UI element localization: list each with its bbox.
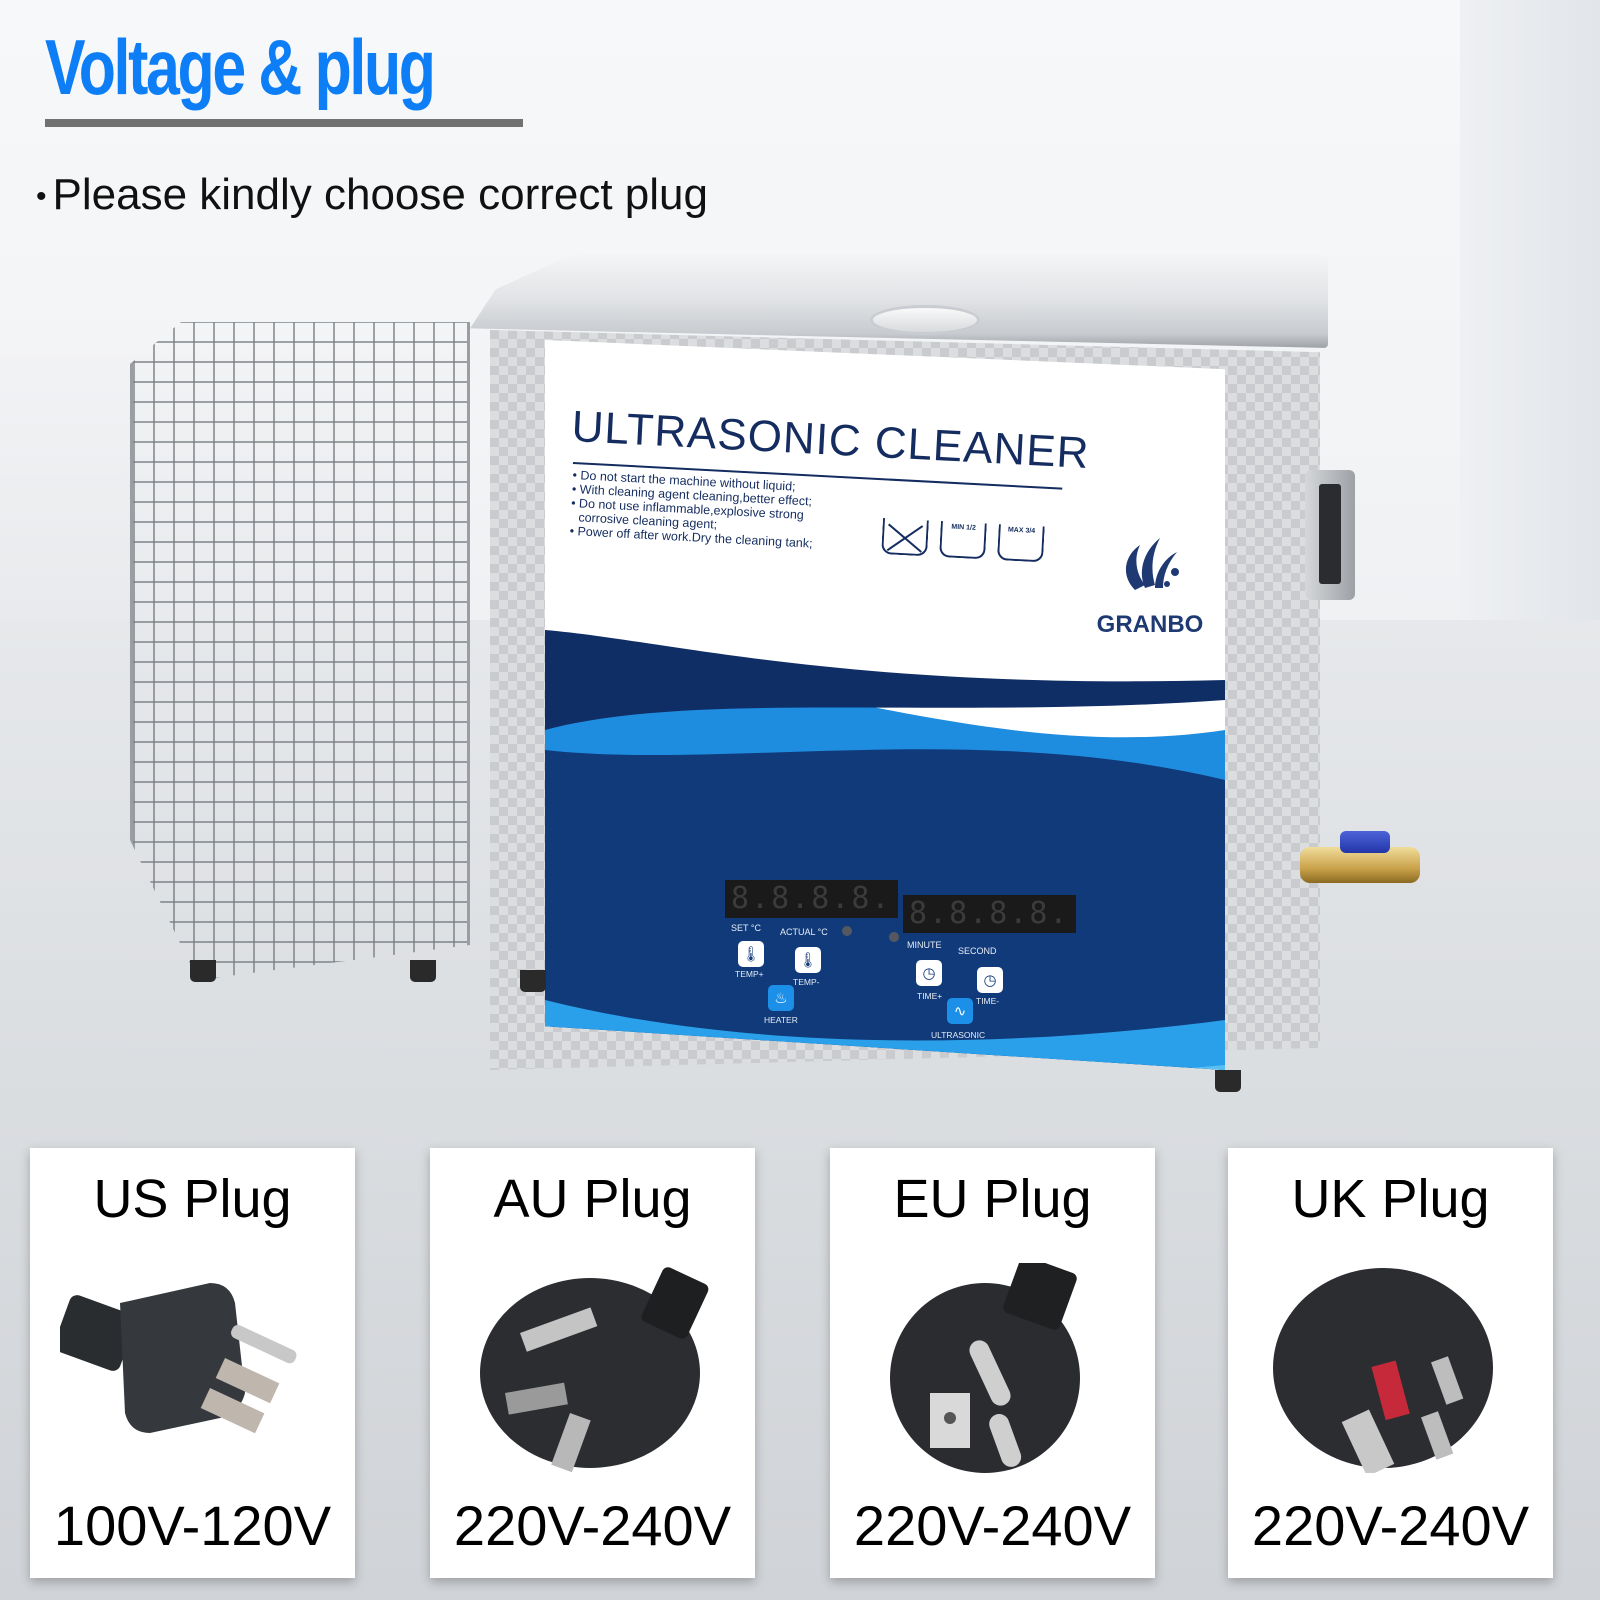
- plug-name: EU Plug: [893, 1169, 1092, 1229]
- min-level-icon: MIN 1/2: [939, 521, 987, 560]
- time-plus-label: TIME+: [917, 991, 943, 1001]
- level-icons: MIN 1/2 MAX 3/4: [881, 518, 1045, 563]
- brand: GRANBO: [1085, 530, 1215, 639]
- temp-plus-label: TEMP+: [735, 969, 764, 979]
- second-label: SECOND: [958, 946, 997, 956]
- side-handle: [1305, 470, 1355, 600]
- thermometer-plus-icon: 🌡: [741, 946, 761, 963]
- device-foot: [520, 970, 546, 992]
- plug-name: UK Plug: [1291, 1169, 1490, 1229]
- lid-handle: [870, 305, 980, 335]
- bullet-icon: •: [36, 180, 47, 214]
- drain-valve: [1300, 831, 1420, 885]
- basket-foot: [410, 960, 436, 982]
- warning-list: Do not start the machine without liquid;…: [569, 468, 872, 554]
- subtitle: •Please kindly choose correct plug: [36, 170, 708, 220]
- plug-name: US Plug: [93, 1169, 292, 1229]
- plug-voltage: 220V-240V: [853, 1494, 1132, 1557]
- temp-indicator-led: [842, 926, 852, 936]
- empty-tank-crossed-icon: [881, 518, 929, 557]
- time-display: 8.8.8.8.: [903, 895, 1076, 933]
- plug-card-au[interactable]: AU Plug 220V-240V: [430, 1148, 755, 1578]
- subtitle-text: Please kindly choose correct plug: [52, 170, 708, 219]
- front-panel: ULTRASONIC CLEANER Do not start the mach…: [545, 340, 1225, 1070]
- max-level-icon: MAX 3/4: [996, 524, 1045, 563]
- time-minus-label: TIME-: [976, 996, 1000, 1006]
- temp-plus-button[interactable]: 🌡: [738, 941, 764, 967]
- brand-name: GRANBO: [1096, 611, 1204, 638]
- plug-voltage: 220V-240V: [453, 1494, 732, 1557]
- plug-voltage: 220V-240V: [1251, 1494, 1530, 1557]
- actual-temp-label: ACTUAL °C: [780, 927, 828, 937]
- plug-card-us[interactable]: US Plug 100V-120V: [30, 1148, 355, 1578]
- eu-plug-icon: [890, 1263, 1080, 1473]
- flame-icon: ♨: [774, 990, 788, 1007]
- time-plus-button[interactable]: ◷: [916, 960, 942, 986]
- plug-card-eu[interactable]: EU Plug 220V-240V: [830, 1148, 1155, 1578]
- ultrasonic-label: ULTRASONIC: [931, 1030, 986, 1040]
- page-title: Voltage & plug: [45, 23, 436, 111]
- basket-foot: [190, 960, 216, 982]
- ultrasonic-button[interactable]: ∿: [947, 998, 973, 1024]
- thermometer-minus-icon: 🌡: [798, 952, 818, 969]
- granbo-logo-icon: [1125, 538, 1179, 590]
- valve-lever: [1340, 831, 1390, 853]
- temp-minus-button[interactable]: 🌡: [795, 947, 821, 973]
- set-temp-label: SET °C: [731, 923, 761, 933]
- plug-name: AU Plug: [493, 1169, 692, 1229]
- sine-wave-icon: ∿: [953, 1003, 967, 1020]
- us-plug-icon: [60, 1283, 297, 1434]
- device-foot: [1215, 1070, 1241, 1092]
- background-wall: [1460, 0, 1600, 720]
- time-indicator-led: [889, 932, 899, 942]
- ultrasonic-cleaner-device: ULTRASONIC CLEANER Do not start the mach…: [460, 250, 1420, 1110]
- heater-button[interactable]: ♨: [768, 985, 794, 1011]
- title-underline: [45, 119, 523, 127]
- au-plug-icon: [480, 1267, 709, 1473]
- clock-plus-icon: ◷: [922, 965, 936, 982]
- clock-minus-icon: ◷: [983, 972, 997, 989]
- cleaning-basket: [130, 260, 480, 982]
- minute-label: MINUTE: [907, 940, 942, 950]
- temp-minus-label: TEMP-: [793, 977, 820, 987]
- basket-mesh: [130, 322, 470, 980]
- plug-voltage: 100V-120V: [53, 1494, 332, 1557]
- uk-plug-icon: [1273, 1268, 1493, 1473]
- time-minus-button[interactable]: ◷: [977, 967, 1003, 993]
- temperature-display: 8.8.8.8.: [725, 880, 898, 918]
- heater-label: HEATER: [764, 1015, 798, 1025]
- plug-card-uk[interactable]: UK Plug 220V-240V: [1228, 1148, 1553, 1578]
